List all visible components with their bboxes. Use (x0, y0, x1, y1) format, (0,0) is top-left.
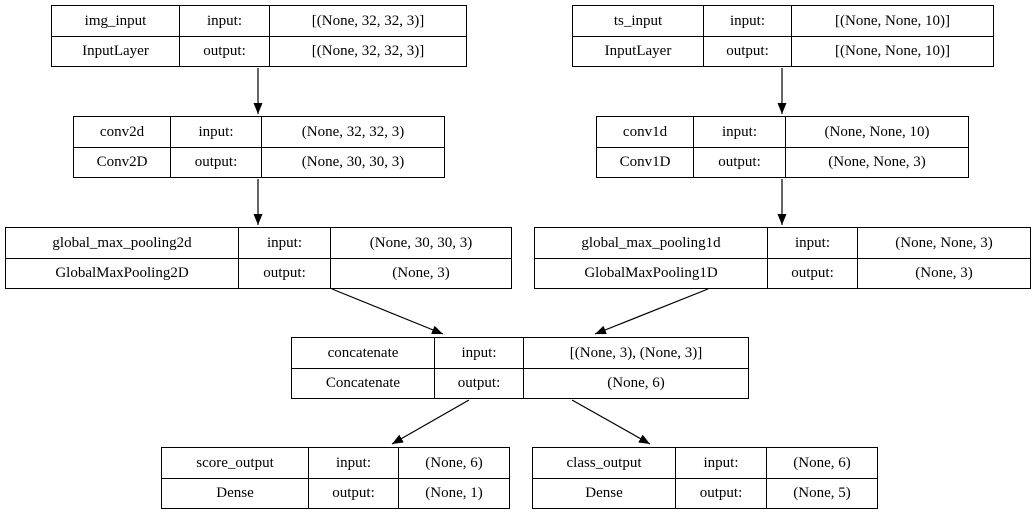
node-img-input: img_input input: [(None, 32, 32, 3)] Inp… (51, 5, 467, 67)
input-shape: (None, 6) (398, 448, 509, 478)
layer-name: conv1d (622, 123, 668, 140)
input-label: input: (767, 228, 857, 258)
input-shape: (None, 30, 30, 3) (330, 228, 511, 258)
output-label: output: (170, 147, 261, 177)
output-label: output: (693, 147, 785, 177)
layer-name: score_output (196, 454, 274, 471)
node-global-max-pooling1d: global_max_pooling1d input: (None, None,… (534, 227, 1031, 289)
layer-type: Conv2D (74, 147, 170, 177)
output-label: output: (238, 258, 330, 288)
node-global-max-pooling2d: global_max_pooling2d input: (None, 30, 3… (5, 227, 512, 289)
layer-name: global_max_pooling2d (52, 234, 192, 251)
input-shape: (None, None, 10) (785, 117, 968, 147)
node-conv2d: conv2d input: (None, 32, 32, 3) Conv2D o… (73, 116, 445, 178)
edge-concatenate-to-class-output (571, 399, 651, 445)
edge-global-max-pooling1d-to-concatenate (594, 288, 709, 335)
layer-name: conv2d (99, 123, 145, 140)
output-label: output: (703, 36, 791, 66)
input-shape: [(None, 3), (None, 3)] (523, 338, 748, 368)
input-label: input: (308, 448, 398, 478)
input-label: input: (693, 117, 785, 147)
layer-name: ts_input (613, 12, 663, 29)
layer-type: Dense (162, 478, 308, 508)
node-concatenate: concatenate input: [(None, 3), (None, 3)… (291, 337, 749, 399)
output-label: output: (675, 478, 766, 508)
input-label: input: (170, 117, 261, 147)
input-shape: [(None, 32, 32, 3)] (269, 6, 466, 36)
node-score-output: score_output input: (None, 6) Dense outp… (161, 447, 510, 509)
input-shape: (None, 6) (766, 448, 877, 478)
node-class-output: class_output input: (None, 6) Dense outp… (532, 447, 878, 509)
input-shape: (None, 32, 32, 3) (261, 117, 444, 147)
input-shape: (None, None, 3) (857, 228, 1030, 258)
input-label: input: (675, 448, 766, 478)
input-label: input: (434, 338, 523, 368)
edge-concatenate-to-score-output (391, 399, 470, 445)
layer-name: img_input (84, 12, 147, 29)
output-shape: [(None, None, 10)] (791, 36, 993, 66)
layer-type: InputLayer (52, 36, 179, 66)
input-label: input: (703, 6, 791, 36)
layer-name: concatenate (327, 344, 399, 361)
output-label: output: (179, 36, 269, 66)
layer-type: Concatenate (292, 368, 434, 398)
input-shape: [(None, None, 10)] (791, 6, 993, 36)
layer-name: class_output (566, 454, 642, 471)
layer-type: Dense (533, 478, 675, 508)
output-shape: (None, 3) (330, 258, 511, 288)
layer-type: GlobalMaxPooling1D (535, 258, 767, 288)
node-ts-input: ts_input input: [(None, None, 10)] Input… (572, 5, 994, 67)
output-label: output: (308, 478, 398, 508)
output-label: output: (434, 368, 523, 398)
output-shape: (None, 6) (523, 368, 748, 398)
layer-type: GlobalMaxPooling2D (6, 258, 238, 288)
node-conv1d: conv1d input: (None, None, 10) Conv1D ou… (596, 116, 969, 178)
output-shape: (None, 1) (398, 478, 509, 508)
output-label: output: (767, 258, 857, 288)
output-shape: (None, None, 3) (785, 147, 968, 177)
input-label: input: (238, 228, 330, 258)
layer-name: global_max_pooling1d (581, 234, 721, 251)
output-shape: [(None, 32, 32, 3)] (269, 36, 466, 66)
output-shape: (None, 30, 30, 3) (261, 147, 444, 177)
edge-global-max-pooling2d-to-concatenate (331, 288, 444, 335)
input-label: input: (179, 6, 269, 36)
output-shape: (None, 3) (857, 258, 1030, 288)
output-shape: (None, 5) (766, 478, 877, 508)
layer-type: InputLayer (573, 36, 703, 66)
layer-type: Conv1D (597, 147, 693, 177)
